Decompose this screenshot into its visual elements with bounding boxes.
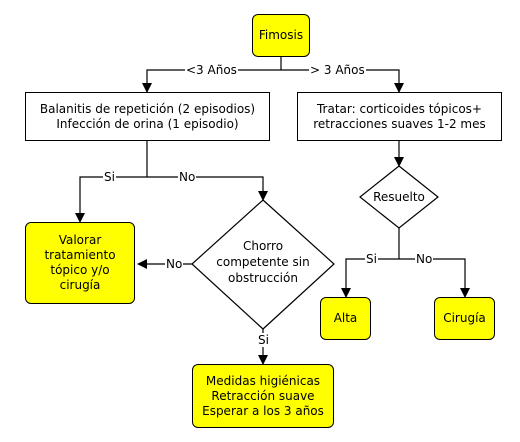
chorro-diamond [191,199,335,330]
cirugia-label: Cirugía [443,311,486,325]
si-resuelto-label: Si [365,252,378,266]
fimosis-node: Fimosis [252,14,310,57]
valorar-label: Valorar tratamiento tópico y/o cirugía [44,233,116,292]
no-resuelto-label: No [415,252,434,266]
edge-si-alta [341,258,399,298]
no-chorro-label: No [165,257,184,271]
tratar-node: Tratar: corticoides tópicos+ retraccione… [297,92,502,141]
cirugia-node: Cirugía [434,297,495,340]
medidas-node: Medidas higiénicas Retracción suave Espe… [192,364,334,428]
edge-no-chorro [147,176,268,201]
alta-label: Alta [333,311,358,325]
alta-node: Alta [320,297,371,340]
tratar-label: Tratar: corticoides tópicos+ retraccione… [313,101,486,131]
valorar-node: Valorar tratamiento tópico y/o cirugía [25,222,135,304]
no-right-label: No [178,170,197,184]
si-left-label: Si [103,170,116,184]
mas3-label: > 3 Años [309,63,366,77]
menos3-label: <3 Años [185,63,238,77]
edge-si-valorar [75,176,147,223]
fimosis-label: Fimosis [258,28,304,42]
resuelto-diamond [359,165,439,229]
chorro-label: Chorro competente sin obstrucción [216,239,310,285]
si-chorro-label: Si [257,333,270,347]
balanitis-node: Balanitis de repetición (2 episodios) In… [25,92,270,141]
medidas-label: Medidas higiénicas Retracción suave Espe… [202,373,324,418]
resuelto-label: Resuelto [373,190,425,204]
balanitis-label: Balanitis de repetición (2 episodios) In… [39,101,256,131]
